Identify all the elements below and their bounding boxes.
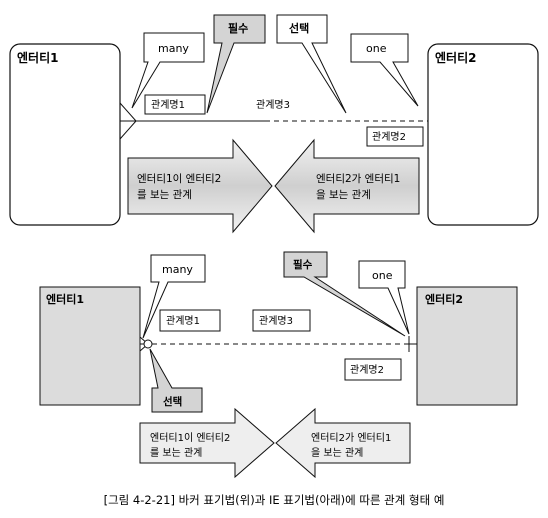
- top-entity1-label: 엔터티1: [17, 50, 58, 65]
- bottom-entity1-box: [39, 286, 141, 406]
- bottom-callout-optional: 선택: [149, 348, 203, 413]
- svg-text:필수: 필수: [293, 258, 313, 271]
- bottom-entity2-label: 엔터티2: [425, 292, 463, 306]
- bottom-relname1-label: 관계명1: [166, 315, 200, 327]
- bottom-callout-many: many: [142, 254, 206, 339]
- svg-text:many: many: [158, 42, 189, 55]
- svg-text:엔터티2가 엔터티1: 엔터티2가 엔터티1: [311, 432, 391, 444]
- bottom-callout-one: one: [358, 260, 410, 335]
- bottom-relname1-box: [159, 309, 221, 332]
- svg-text:many: many: [162, 263, 193, 276]
- svg-text:one: one: [372, 269, 393, 282]
- svg-text:을 보는 관계: 을 보는 관계: [311, 447, 363, 459]
- bottom-entity1-label: 엔터티1: [46, 292, 84, 306]
- top-entity2-label: 엔터티2: [435, 50, 476, 65]
- svg-text:을 보는 관계: 을 보는 관계: [316, 189, 371, 201]
- svg-text:선택: 선택: [289, 21, 309, 35]
- bottom-callout-required: 필수: [283, 251, 406, 337]
- top-entity2-box: [427, 43, 539, 226]
- top-relname2-label: 관계명2: [372, 131, 406, 143]
- bottom-relname3-label: 관계명3: [259, 315, 293, 327]
- top-callout-required: 필수: [206, 14, 266, 114]
- svg-text:one: one: [366, 42, 387, 55]
- top-callout-many: many: [131, 32, 205, 109]
- top-relname1-box: [144, 94, 206, 115]
- svg-text:필수: 필수: [228, 21, 248, 35]
- top-relname2-box: [366, 126, 424, 147]
- bottom-entity2-box: [416, 286, 518, 406]
- top-relname1-label: 관계명1: [151, 99, 185, 111]
- barker-notation-section: 엔터티1 엔터티2 many 필수 선택: [9, 14, 539, 234]
- bottom-mandatory-one-bar: [404, 336, 417, 352]
- bottom-relname2-box: [344, 358, 402, 381]
- svg-text:선택: 선택: [163, 395, 182, 408]
- svg-text:를 보는 관계: 를 보는 관계: [137, 189, 192, 201]
- ie-notation-section: 엔터티1 엔터티2 many 필수 one: [39, 251, 518, 479]
- top-crows-foot: [119, 102, 137, 140]
- svg-text:를 보는 관계: 를 보는 관계: [150, 447, 202, 459]
- svg-text:엔터티1이 엔터티2: 엔터티1이 엔터티2: [150, 432, 230, 444]
- bottom-arrow-entity2-to-entity1: 엔터티2가 엔터티1 을 보는 관계: [275, 407, 411, 479]
- top-callout-one: one: [350, 33, 419, 107]
- top-arrow-entity1-to-entity2: 엔터티1이 엔터티2 를 보는 관계: [127, 138, 273, 234]
- figure-caption: [그림 4-2-21] 바커 표기법(위)과 IE 표기법(아래)에 따른 관계…: [104, 493, 445, 507]
- top-entity1-box: [9, 43, 121, 226]
- svg-text:엔터티1이 엔터티2: 엔터티1이 엔터티2: [137, 173, 221, 185]
- top-relname3-label: 관계명3: [256, 99, 290, 111]
- top-arrow-entity2-to-entity1: 엔터티2가 엔터티1 을 보는 관계: [274, 138, 420, 234]
- top-callout-optional: 선택: [276, 14, 347, 114]
- svg-text:엔터티2가 엔터티1: 엔터티2가 엔터티1: [316, 173, 400, 185]
- bottom-relname3-box: [252, 309, 311, 332]
- bottom-arrow-entity1-to-entity2: 엔터티1이 엔터티2 를 보는 관계: [139, 407, 275, 479]
- bottom-relname2-label: 관계명2: [350, 364, 384, 376]
